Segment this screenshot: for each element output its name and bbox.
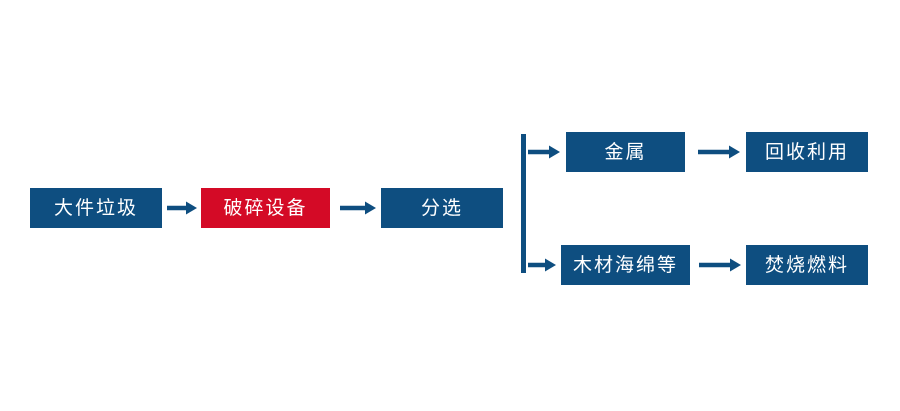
arrow-right-icon-metal-to-recycling [697,140,741,164]
node-sorting[interactable]: 分选 [381,188,503,228]
node-label-crushing-equipment: 破碎设备 [223,196,308,219]
node-bulky-waste[interactable]: 大件垃圾 [30,188,162,228]
node-label-recycling-reuse: 回收利用 [764,140,849,163]
arrow-right-icon-wood-to-fuel [698,253,742,277]
arrow-right-icon-branch-to-metal [527,140,561,164]
node-recycling-reuse[interactable]: 回收利用 [746,132,868,172]
arrow-right-icon-waste-to-crusher [166,196,198,220]
branch-split-line [521,134,526,273]
node-label-sorting: 分选 [420,196,463,219]
node-label-metal: 金属 [604,140,647,163]
node-label-incineration-fuel: 焚烧燃料 [764,253,849,276]
node-label-bulky-waste: 大件垃圾 [53,196,138,219]
arrow-right-icon-branch-to-wood [527,253,557,277]
node-incineration-fuel[interactable]: 焚烧燃料 [746,245,868,285]
arrow-right-icon-crusher-to-sorting [339,196,377,220]
node-wood-sponge-etc[interactable]: 木材海绵等 [561,245,690,285]
node-metal[interactable]: 金属 [566,132,685,172]
node-crushing-equipment[interactable]: 破碎设备 [201,188,330,228]
node-label-wood-sponge-etc: 木材海绵等 [572,253,678,276]
